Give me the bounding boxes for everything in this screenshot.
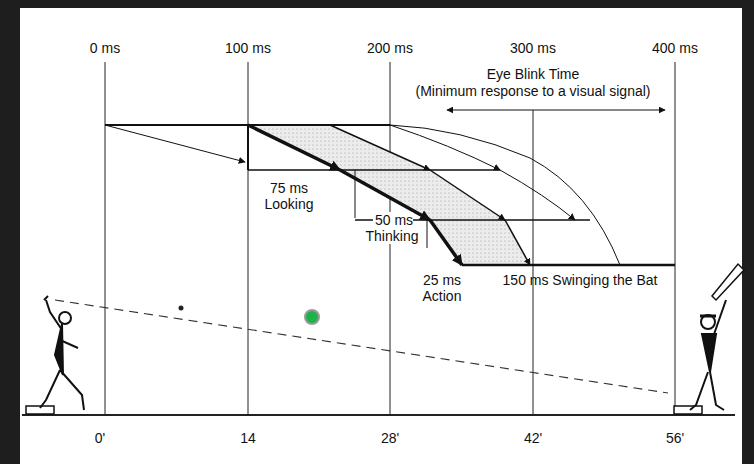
annotation-label: Eye Blink Time	[433, 66, 633, 82]
annotation-label: 50 ms Thinking	[357, 212, 429, 244]
time-label: 400 ms	[635, 40, 715, 56]
pitcher-figure	[26, 296, 84, 414]
time-label: 300 ms	[493, 40, 573, 56]
distance-label: 28'	[370, 430, 410, 446]
time-grid	[22, 62, 735, 415]
batter-figure	[674, 264, 744, 414]
annotation-label: 150 ms Swinging the Bat	[500, 272, 660, 288]
annotation-label: (Minimum response to a visual signal)	[398, 83, 668, 99]
time-label: 200 ms	[350, 40, 430, 56]
distance-label: 0'	[80, 430, 120, 446]
timing-arrows	[105, 110, 675, 265]
annotation-label: 75 ms Looking	[256, 180, 322, 212]
distance-label: 42'	[513, 430, 553, 446]
annotation-label: 25 ms Action	[411, 272, 473, 304]
time-label: 0 ms	[65, 40, 145, 56]
distance-label: 56'	[655, 430, 695, 446]
ball-trajectory	[55, 300, 668, 393]
shaded-region	[248, 125, 530, 265]
distance-label: 14	[228, 430, 268, 446]
time-label: 100 ms	[208, 40, 288, 56]
